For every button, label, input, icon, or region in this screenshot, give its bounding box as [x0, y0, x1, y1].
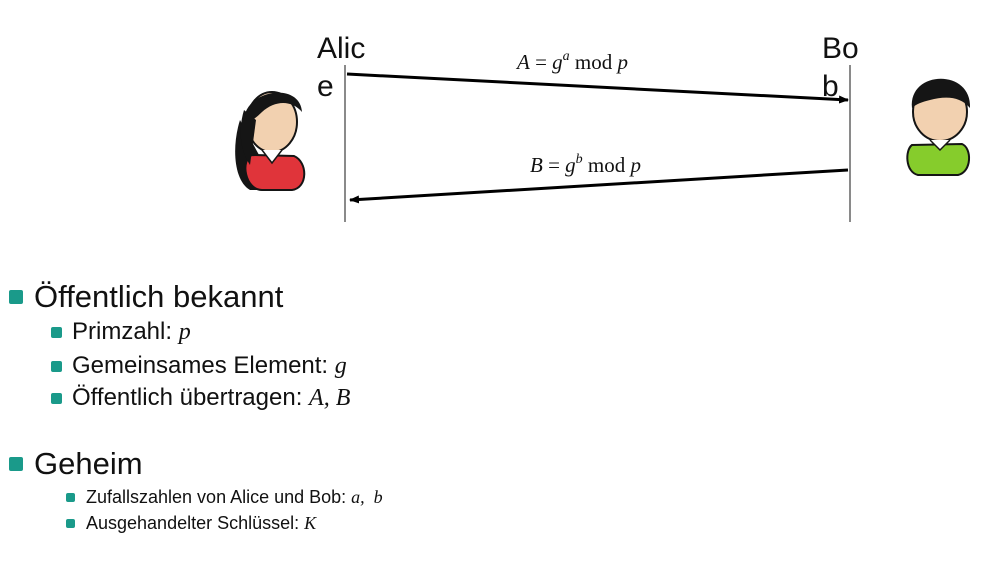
alice-name-line-1: Alic [317, 32, 366, 65]
arrow-bob-to-alice [349, 168, 849, 204]
bob-avatar-icon [906, 78, 971, 176]
public-heading: Öffentlich bekannt [34, 279, 284, 314]
formula-b-eq: = [542, 153, 566, 177]
formula-b-lhs: B [530, 153, 543, 177]
secret-item-math: K [304, 513, 317, 533]
secret-item-random: Zufallszahlen von Alice und Bob: a, b [66, 487, 383, 508]
bob-name-line-2: b [822, 70, 839, 103]
public-heading-item: Öffentlich bekannt [9, 279, 284, 315]
bob-name: Bo b [822, 30, 870, 106]
public-item-label: Gemeinsames Element: [72, 352, 335, 379]
public-item-label: Öffentlich übertragen: [72, 384, 310, 411]
public-item-prime: Primzahl: p [51, 318, 191, 346]
secret-heading-item: Geheim [9, 446, 143, 482]
public-item-math: g [334, 353, 347, 379]
formula-a-lhs: A [517, 50, 530, 74]
secret-item-key: Ausgehandelter Schlüssel: K [66, 513, 317, 534]
secret-heading: Geheim [34, 446, 143, 481]
bullet-square-icon [51, 327, 62, 338]
formula-b-exp: b [575, 152, 583, 167]
formula-b-mod: mod [582, 153, 631, 177]
public-item-math: p [178, 319, 191, 345]
message-b-formula: B = gb mod p [530, 153, 641, 178]
public-item-math: A, B [309, 385, 351, 411]
bullet-square-icon [9, 290, 23, 304]
alice-name-line-2: e [317, 70, 334, 103]
arrow-alice-to-bob [346, 72, 849, 104]
alice-avatar-icon [235, 91, 306, 191]
bullet-square-icon [51, 393, 62, 404]
public-item-label: Primzahl: [72, 318, 179, 345]
formula-a-modulus: p [617, 50, 629, 74]
secret-item-label: Zufallszahlen von Alice und Bob: [86, 487, 352, 507]
bullet-square-icon [66, 519, 75, 528]
message-a-formula: A = ga mod p [517, 50, 628, 75]
formula-a-mod: mod [569, 50, 618, 74]
secret-item-label: Ausgehandelter Schlüssel: [86, 513, 305, 533]
public-item-transmitted: Öffentlich übertragen: A, B [51, 384, 351, 412]
bob-name-line-1: Bo [822, 32, 859, 65]
bullet-square-icon [51, 361, 62, 372]
public-item-element: Gemeinsames Element: g [51, 352, 347, 380]
formula-a-exp: a [562, 49, 570, 64]
secret-item-math: a, b [351, 487, 383, 507]
formula-a-base: g [552, 50, 563, 74]
formula-a-eq: = [529, 50, 553, 74]
key-exchange-diagram: Alic e Bo b A = ga mod p B = gb mod p [0, 0, 989, 240]
bullet-square-icon [66, 493, 75, 502]
diagram-canvas [235, 65, 971, 222]
formula-b-modulus: p [630, 153, 642, 177]
alice-name: Alic e [317, 30, 377, 106]
formula-b-base: g [565, 153, 576, 177]
bullet-square-icon [9, 457, 23, 471]
